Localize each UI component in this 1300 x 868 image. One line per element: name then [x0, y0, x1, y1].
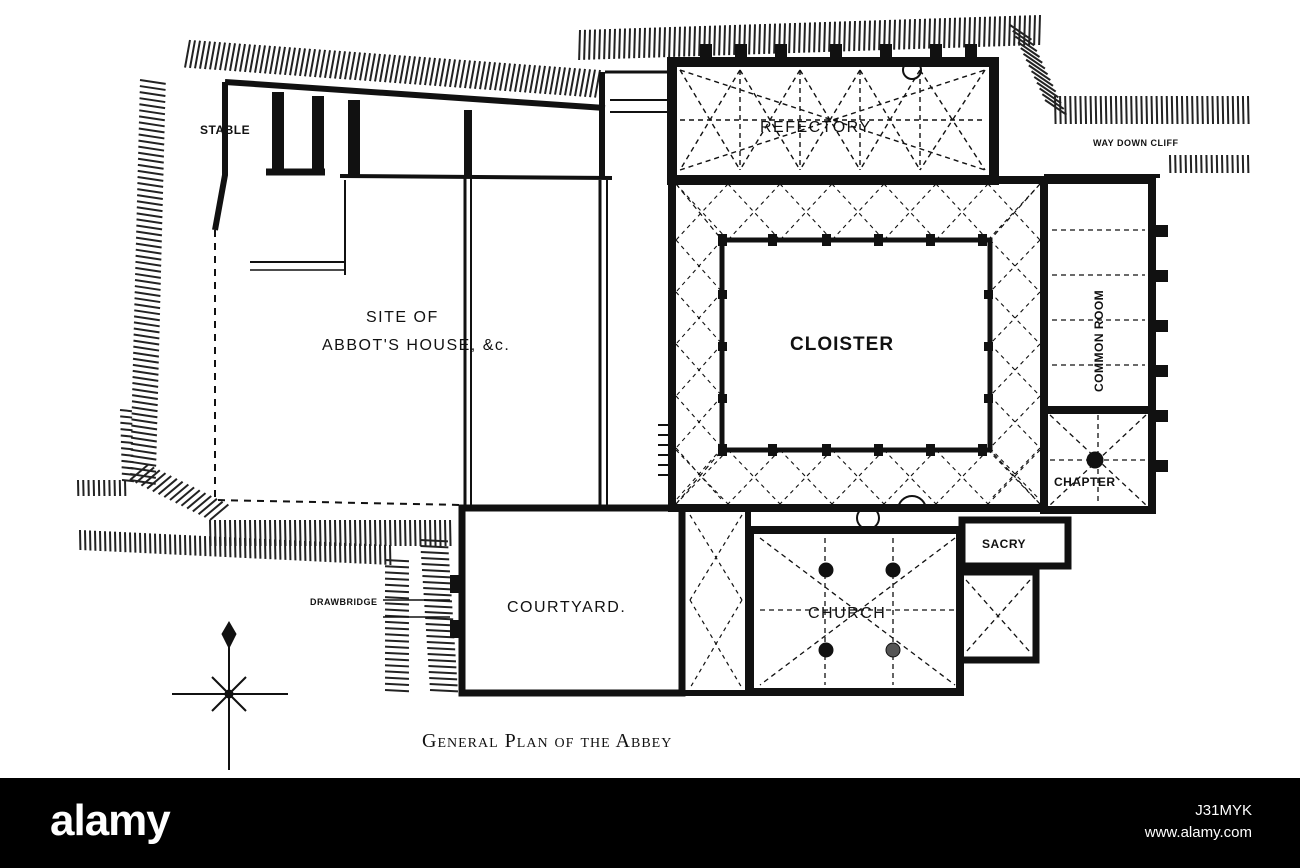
chapter-label: CHAPTER [1054, 475, 1116, 489]
courtyard-label: COURTYARD. [507, 599, 626, 616]
cloister-label: CLOISTER [790, 334, 894, 355]
way-down-cliff-label: WAY DOWN CLIFF [1093, 138, 1179, 148]
plan-area: STABLE REFECTORY WAY DOWN CLIFF SITE OF … [77, 14, 1250, 770]
common-room-label: COMMON ROOM [1092, 290, 1106, 392]
site-url: www.alamy.com [1144, 824, 1252, 841]
drawbridge-label: DRAWBRIDGE [310, 597, 378, 607]
sacry-label: SACRY [982, 537, 1026, 551]
alamy-logo: alamy [50, 796, 171, 845]
site-label-line1: SITE OF [366, 309, 439, 326]
abbey-plan-diagram: STABLE REFECTORY WAY DOWN CLIFF SITE OF … [77, 14, 1250, 770]
cliff-hatching [77, 14, 1250, 693]
compass-rose-icon [172, 621, 288, 770]
sacristy-block [958, 516, 1072, 570]
site-walls [212, 70, 672, 506]
church-label: CHURCH [808, 605, 886, 622]
passage-block [679, 505, 751, 696]
site-label-line2: ABBOT'S HOUSE, &c. [322, 337, 510, 354]
image-id-block: J31MYK www.alamy.com [1145, 800, 1252, 844]
stair-marks [658, 424, 672, 476]
stable-label: STABLE [200, 123, 250, 137]
plan-caption: General Plan of the Abbey [422, 730, 672, 752]
refectory-label: REFECTORY [760, 119, 872, 136]
image-id: J31MYK [1195, 802, 1252, 819]
church-block [746, 495, 1040, 696]
watermark-footer: alamy J31MYK www.alamy.com [0, 778, 1300, 868]
cloister-piers [700, 44, 1168, 472]
